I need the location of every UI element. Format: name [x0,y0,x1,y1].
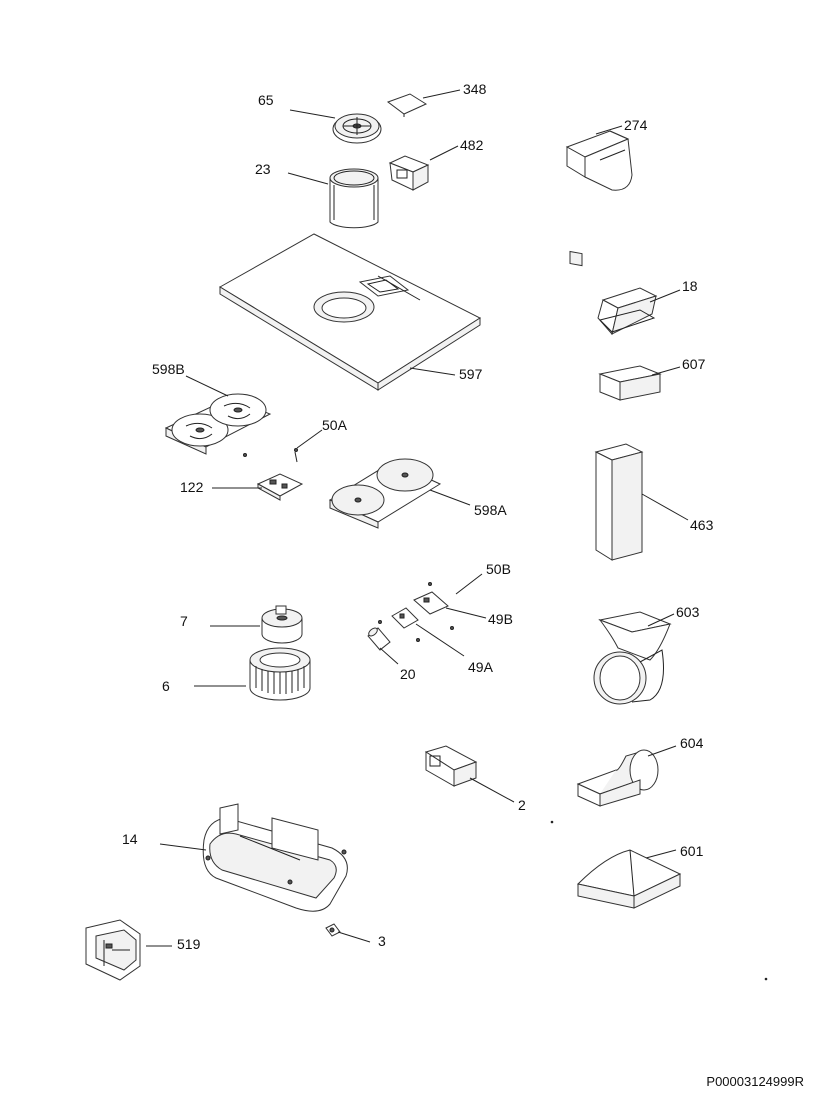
part-label-50A[interactable]: 50A [322,417,347,433]
leader-598A [429,489,471,506]
part-label-598B[interactable]: 598B [152,361,185,377]
leader-20 [379,647,399,665]
part-49A-drawing [378,607,420,642]
part-20-drawing [367,627,391,651]
part-label-463[interactable]: 463 [690,517,714,533]
leader-482 [429,145,459,161]
part-label-601[interactable]: 601 [680,843,704,859]
leader-49A [415,623,465,657]
part-label-6[interactable]: 6 [162,678,170,694]
leader-50B [455,573,483,595]
part-3-drawing [325,923,341,937]
leader-274 [595,125,623,135]
part-49B-drawing [413,582,454,630]
part-604-drawing [576,749,659,807]
part-label-607[interactable]: 607 [682,356,706,372]
leader-49B [445,607,487,619]
document-code: P00003124999R [706,1074,804,1089]
part-label-598A[interactable]: 598A [474,502,507,518]
part-label-3[interactable]: 3 [378,933,386,949]
part-label-23[interactable]: 23 [255,161,271,177]
part-label-604[interactable]: 604 [680,735,704,751]
leader-603 [647,613,675,627]
part-65-drawing [332,113,382,144]
part-597-drawing [219,233,482,391]
leader-65 [289,109,336,119]
part-598A-drawing [328,458,442,529]
part-348-drawing [386,93,428,117]
leader-607 [651,366,681,376]
leader-598B [185,375,229,397]
part-label-20[interactable]: 20 [400,666,416,682]
leader-23 [287,172,329,185]
part-label-597[interactable]: 597 [459,366,483,382]
leader-463 [641,493,689,521]
part-598B-drawing [164,393,272,455]
leader-597 [409,367,456,376]
part-label-274[interactable]: 274 [624,117,648,133]
part-482-drawing [388,155,430,191]
leader-18 [649,289,681,303]
part-6-drawing [249,647,311,701]
part-label-14[interactable]: 14 [122,831,138,847]
part-label-49B[interactable]: 49B [488,611,513,627]
part-23-drawing [329,168,379,229]
part-label-65[interactable]: 65 [258,92,274,108]
part-18-drawing [597,287,658,336]
part-label-122[interactable]: 122 [180,479,204,495]
part-14-drawing [202,803,348,912]
leader-601 [645,849,677,859]
part-label-7[interactable]: 7 [180,613,188,629]
part-label-482[interactable]: 482 [460,137,484,153]
part-463-drawing [594,443,644,561]
part-122-drawing [256,473,304,501]
part-601-drawing [576,849,682,909]
leader-604 [647,745,677,757]
part-519-drawing [85,919,141,981]
part-50A-drawing [243,448,298,463]
part-7-drawing [261,605,303,644]
part-label-2[interactable]: 2 [518,797,526,813]
part-274-drawing [565,130,633,267]
part-607-drawing [598,365,662,401]
leader-3 [337,931,371,943]
part-label-603[interactable]: 603 [676,604,700,620]
part-label-49A[interactable]: 49A [468,659,493,675]
part-label-18[interactable]: 18 [682,278,698,294]
part-2-drawing [424,745,478,787]
leader-50A [296,429,323,449]
leader-2 [469,777,515,803]
leader-348 [422,89,461,99]
leader-14 [159,843,207,851]
part-label-519[interactable]: 519 [177,936,201,952]
part-label-348[interactable]: 348 [463,81,487,97]
part-label-50B[interactable]: 50B [486,561,511,577]
part-603-drawing [593,611,672,705]
